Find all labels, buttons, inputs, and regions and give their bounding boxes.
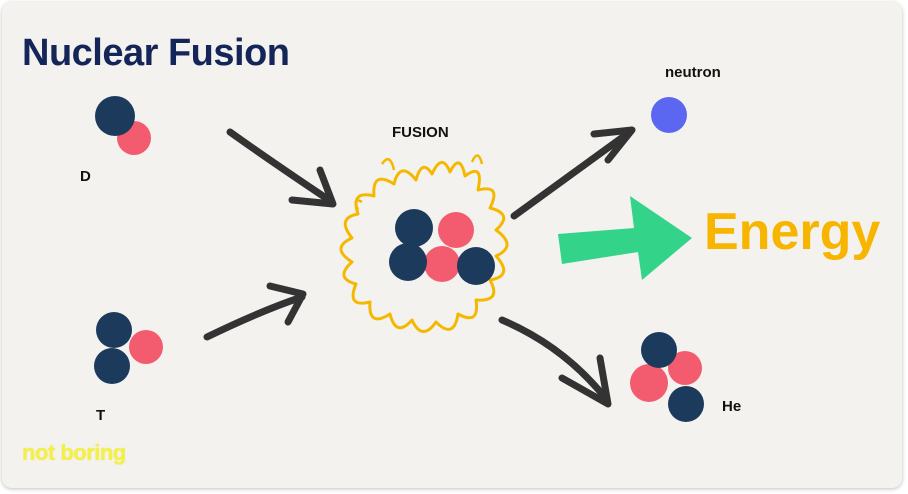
helium-atom-icon: [630, 332, 704, 422]
helium-proton: [668, 351, 702, 385]
deuterium-label: D: [80, 168, 91, 185]
deuterium-atom-icon: [95, 96, 151, 155]
tritium-proton: [129, 330, 163, 364]
tritium-neutron: [96, 312, 132, 348]
helium-neutron: [668, 386, 704, 422]
energy-arrow-icon: [558, 196, 692, 280]
tritium-atom-icon: [94, 312, 163, 384]
page-title: Nuclear Fusion: [22, 32, 290, 74]
fused-proton: [424, 246, 460, 282]
helium-label: He: [722, 398, 742, 415]
arrow-d-to-fusion: [226, 128, 337, 208]
energy-label: Energy: [704, 203, 881, 261]
fused-neutron: [457, 247, 495, 285]
fused-neutron: [395, 209, 433, 247]
brand-logo: not boring: [22, 440, 126, 465]
neutron-label: neutron: [665, 64, 721, 81]
fused-neutron: [389, 243, 427, 281]
fusion-label: FUSION: [392, 124, 449, 141]
diagram-card: Nuclear Fusion D T FUSION neutron He Ene…: [2, 2, 902, 488]
fusion-burst-icon: [339, 154, 509, 333]
arrow-fusion-to-neutron: [510, 126, 636, 220]
tritium-neutron: [94, 348, 130, 384]
deuterium-neutron: [95, 96, 135, 136]
fused-proton: [438, 212, 474, 248]
fusion-diagram: [94, 96, 704, 422]
arrow-fusion-to-helium: [498, 316, 612, 408]
arrow-t-to-fusion: [203, 282, 307, 341]
tritium-label: T: [96, 407, 106, 424]
helium-proton: [630, 364, 668, 402]
free-neutron-icon: [651, 97, 687, 133]
helium-neutron: [641, 332, 677, 368]
